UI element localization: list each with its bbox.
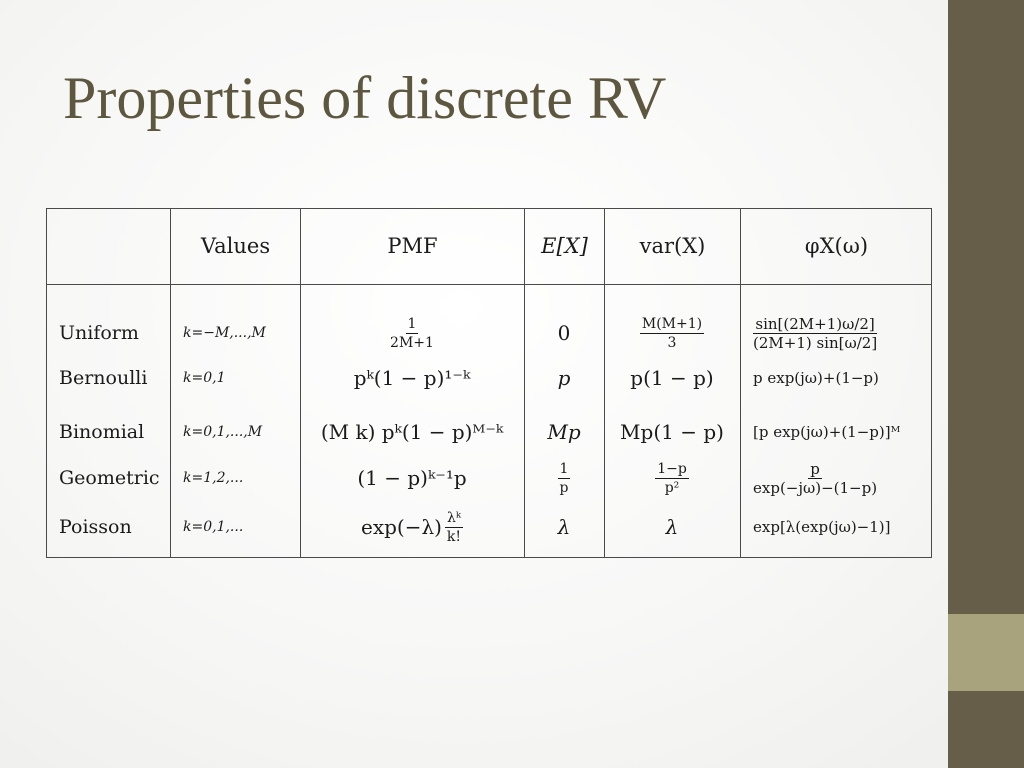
mean-value: p: [557, 366, 571, 390]
support-values: k=0,1,...,M: [183, 424, 263, 440]
char-fn-numerator: sin[(2M+1)ω/2]: [753, 314, 877, 334]
header-pmf: PMF: [387, 234, 438, 258]
header-values: Values: [200, 234, 271, 258]
mean-fraction: 1 p: [557, 460, 571, 496]
table-row-geometric: Geometric k=1,2,... (1 − p)ᵏ⁻¹p 1 p 1−p …: [46, 456, 932, 500]
header-expectation: E[X]: [541, 234, 588, 258]
pmf-value: (1 − p)ᵏ⁻¹p: [357, 466, 467, 490]
mean-numerator: 1: [557, 460, 571, 479]
distribution-name: Bernoulli: [59, 367, 148, 389]
variance-value: p(1 − p): [630, 366, 714, 390]
distribution-properties-table: Values PMF E[X] var(X) φX(ω) Uniform k=−…: [46, 208, 932, 558]
char-fn-cell: p exp(−jω)−(1−p): [753, 456, 877, 500]
table-border: [46, 208, 932, 558]
support-values: k=0,1,...: [183, 519, 244, 535]
column-divider: [170, 208, 171, 558]
slide-title: Properties of discrete RV: [63, 65, 667, 131]
pmf-cell: 1 2M+1: [301, 308, 523, 358]
pmf-numerator: 1: [405, 315, 419, 334]
table-row-poisson: Poisson k=0,1,... exp(−λ) λᵏ k! λ λ exp[…: [46, 506, 932, 548]
char-fn-cell: sin[(2M+1)ω/2] (2M+1) sin[ω/2]: [753, 308, 877, 358]
pmf-fraction: λᵏ k!: [444, 509, 463, 545]
pmf-prefix: exp(−λ): [361, 515, 442, 539]
pmf-denominator: 2M+1: [390, 334, 434, 351]
mean-cell: 1 p: [525, 456, 603, 500]
char-fn-value: p exp(jω)+(1−p): [753, 369, 879, 387]
distribution-name: Binomial: [59, 421, 145, 443]
mean-value: Mp: [547, 420, 581, 444]
support-values: k=1,2,...: [183, 470, 244, 486]
variance-fraction: M(M+1) 3: [639, 315, 705, 351]
char-fn-denominator: exp(−jω)−(1−p): [753, 478, 878, 497]
column-divider: [604, 208, 605, 558]
char-fn-value: [p exp(jω)+(1−p)]ᴹ: [753, 423, 901, 441]
variance-value: λ: [665, 515, 679, 539]
variance-cell: M(M+1) 3: [605, 308, 739, 358]
variance-fraction: 1−p p²: [655, 461, 689, 496]
pmf-cell: exp(−λ) λᵏ k!: [301, 506, 523, 548]
pmf-denominator: k!: [446, 528, 462, 545]
table-row-uniform: Uniform k=−M,...,M 1 2M+1 0 M(M+1) 3 sin…: [46, 308, 932, 358]
mean-denominator: p: [559, 479, 569, 496]
char-fn-denominator: (2M+1) sin[ω/2]: [753, 333, 878, 352]
table-row-binomial: Binomial k=0,1,...,M (M k) pᵏ(1 − p)ᴹ⁻ᵏ …: [46, 410, 932, 454]
variance-numerator: M(M+1): [639, 315, 705, 334]
column-divider: [524, 208, 525, 558]
pmf-fraction: 1 2M+1: [390, 316, 434, 351]
support-values: k=0,1: [183, 370, 226, 386]
distribution-name: Uniform: [59, 322, 139, 344]
distribution-name: Geometric: [59, 467, 160, 489]
distribution-name: Poisson: [59, 516, 132, 538]
char-fn-fraction: sin[(2M+1)ω/2] (2M+1) sin[ω/2]: [753, 316, 877, 351]
char-fn-value: exp[λ(exp(jω)−1)]: [753, 518, 891, 536]
char-fn-numerator: p: [808, 459, 822, 479]
header-divider: [46, 284, 932, 285]
column-divider: [300, 208, 301, 558]
header-characteristic-function: φX(ω): [804, 234, 869, 258]
variance-denominator: p²: [664, 479, 680, 496]
column-divider: [740, 208, 741, 558]
pmf-value: pᵏ(1 − p)¹⁻ᵏ: [353, 366, 471, 390]
variance-denominator: 3: [667, 334, 677, 351]
pmf-numerator: λᵏ: [444, 509, 463, 528]
variance-numerator: 1−p: [655, 460, 689, 479]
table-row-bernoulli: Bernoulli k=0,1 pᵏ(1 − p)¹⁻ᵏ p p(1 − p) …: [46, 360, 932, 396]
pmf-value: (M k) pᵏ(1 − p)ᴹ⁻ᵏ: [320, 420, 504, 444]
char-fn-fraction: p exp(−jω)−(1−p): [753, 461, 877, 496]
support-values: k=−M,...,M: [183, 325, 266, 341]
mean-value: 0: [557, 321, 571, 345]
side-accent-block: [948, 614, 1024, 691]
mean-value: λ: [557, 515, 571, 539]
variance-cell: 1−p p²: [605, 456, 739, 500]
variance-value: Mp(1 − p): [620, 420, 724, 444]
header-variance: var(X): [639, 234, 706, 258]
